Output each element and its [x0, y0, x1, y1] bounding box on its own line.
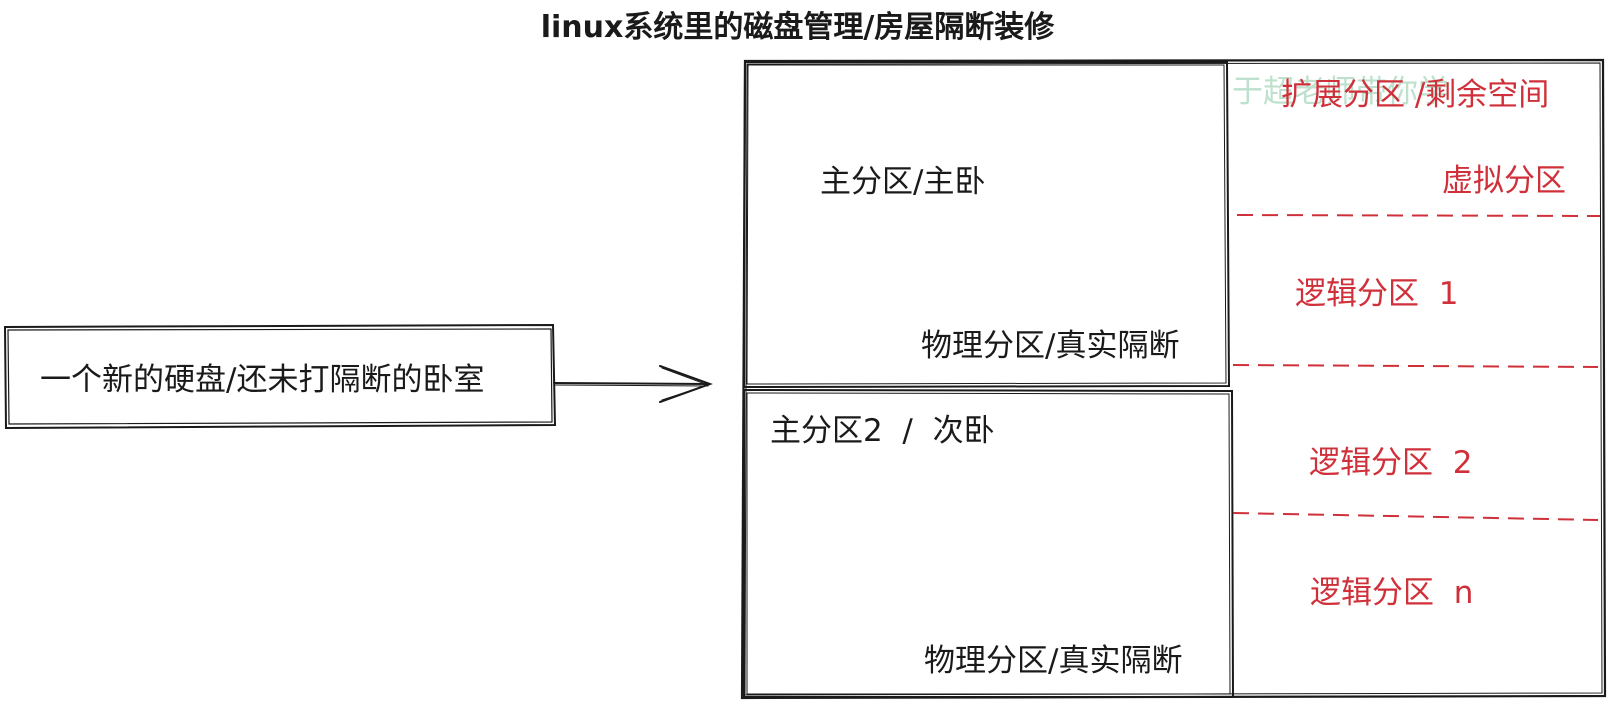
- diagram-title: linux系统里的磁盘管理/房屋隔断装修: [0, 2, 1615, 46]
- logical-partition-2-label: 逻辑分区 2: [1309, 445, 1473, 481]
- extended-partition-sublabel: 虚拟分区: [1442, 163, 1566, 199]
- logical-dividers: [1232, 214, 1601, 521]
- watermark: 于超老师带你学: [1232, 74, 1449, 110]
- primary-partition-2-sublabel: 物理分区/真实隔断: [924, 643, 1183, 679]
- divider-1: [1236, 214, 1601, 217]
- divider-2: [1232, 364, 1599, 368]
- primary-partition-2-box: [743, 388, 1235, 698]
- source-box-label: 一个新的硬盘/还未打隔断的卧室: [40, 362, 485, 398]
- title-text: linux系统里的磁盘管理/房屋隔断装修: [540, 10, 1055, 45]
- source-box: [3, 323, 557, 430]
- extended-partition-label: 扩展分区 /剩余空间: [1281, 77, 1550, 113]
- logical-partition-n-label: 逻辑分区 n: [1310, 575, 1474, 611]
- primary-partition-1-sublabel: 物理分区/真实隔断: [921, 328, 1180, 364]
- primary-partition-1-label: 主分区/主卧: [820, 164, 986, 200]
- primary-partition-1-box: [742, 61, 1231, 389]
- disk-outer-box: [740, 58, 1607, 700]
- logical-partition-1-label: 逻辑分区 1: [1295, 276, 1459, 312]
- divider-3: [1232, 512, 1599, 521]
- arrow: [553, 365, 713, 403]
- primary-partition-2-label: 主分区2 / 次卧: [770, 413, 995, 449]
